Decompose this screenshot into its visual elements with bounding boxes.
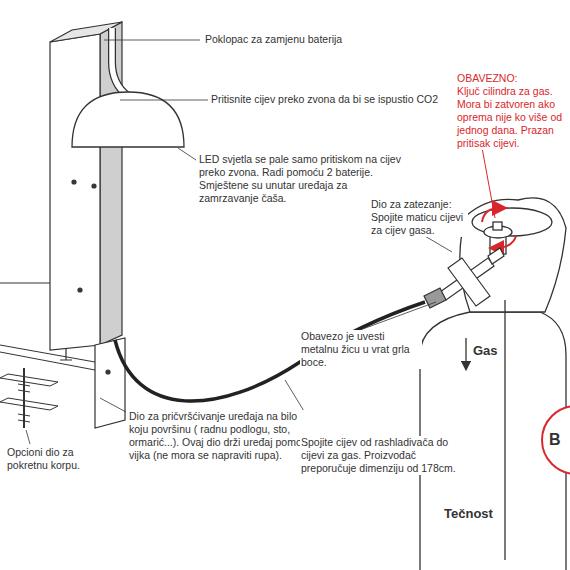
rotation-arrows bbox=[482, 208, 516, 248]
callout-text: Dio za pričvršćivanje uređaja na bilo ko… bbox=[128, 410, 320, 462]
callout-text: Pritisnite cijev preko zvona da bi se is… bbox=[210, 93, 462, 106]
clamp bbox=[0, 368, 58, 428]
callout-text: Opcioni dio za pokretnu korpu. bbox=[6, 446, 108, 472]
bell-tube bbox=[72, 28, 184, 147]
callout-text: OBAVEZNO: bbox=[456, 72, 568, 85]
circle-letter: B bbox=[543, 431, 561, 449]
gas-cylinder bbox=[420, 198, 566, 570]
callout-text: Spojite cijev od rashladivača do cijevi … bbox=[300, 436, 470, 475]
regulator bbox=[424, 248, 504, 308]
callout-text: Ključ cilindra za gas. Mora bi zatvoren … bbox=[456, 85, 568, 150]
callout-text: Gas bbox=[472, 343, 514, 359]
callout-text: Dio za zatezanje: Spojite maticu cijevi … bbox=[370, 198, 468, 237]
callout-text: Tečnost bbox=[443, 506, 525, 522]
hose bbox=[115, 302, 425, 401]
callout-text: Obavezo je uvesti metalnu žicu u vrat gr… bbox=[300, 330, 422, 369]
callout-text: Poklopac za zamjenu baterija bbox=[204, 33, 406, 46]
